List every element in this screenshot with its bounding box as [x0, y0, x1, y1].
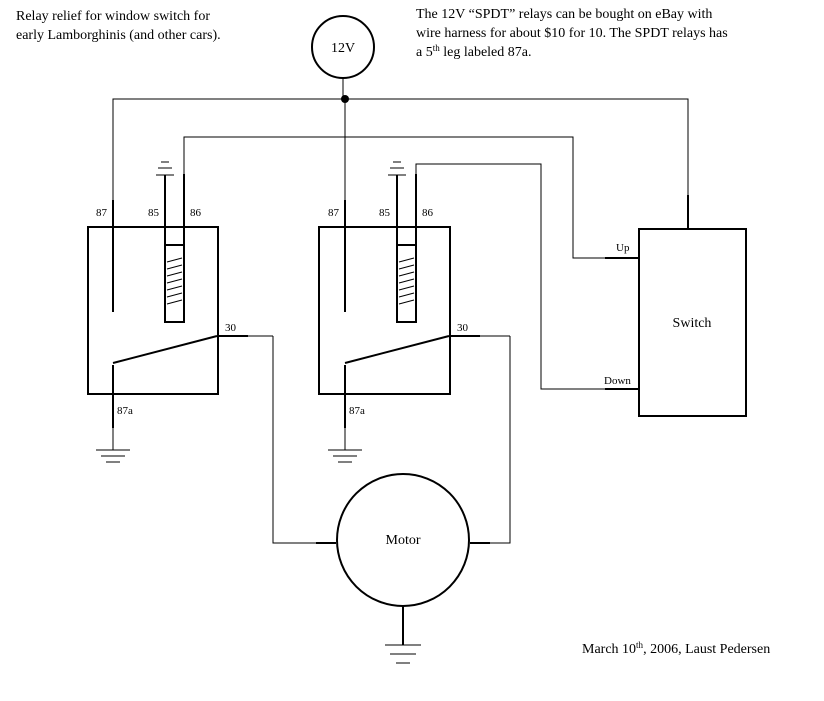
switch-up-wire [183, 136, 639, 259]
note-left-line1: Relay relief for window switch for [16, 9, 210, 24]
relay-coil [396, 244, 417, 323]
supply-12v: 12V [311, 15, 375, 103]
note-right-line2: wire harness for about $10 for 10. The S… [416, 26, 728, 41]
switch-down-wire [415, 163, 639, 390]
note-right-line3: a 5th leg labeled 87a. [416, 43, 531, 60]
relay-left-pin-87a: 87a [117, 405, 133, 417]
relay-left-pin-30: 30 [225, 322, 237, 334]
relay-coil [164, 244, 185, 323]
motor-wire-right [470, 336, 511, 544]
motor-wire-left [272, 336, 316, 544]
relay-right-pin-87a: 87a [349, 405, 365, 417]
motor-label: Motor [386, 533, 421, 548]
relay-right-pin-87: 87 [328, 207, 340, 219]
switch-down-label: Down [604, 375, 631, 387]
credit-note: March 10th, 2006, Laust Pedersen [582, 640, 770, 657]
motor: Motor [316, 473, 490, 664]
note-right-line1: The 12V “SPDT” relays can be bought on e… [416, 7, 712, 22]
relay-left: 87 85 86 30 87a [87, 161, 273, 463]
relay-right-pin-86: 86 [422, 207, 434, 219]
supply-label: 12V [331, 41, 355, 56]
relay-left-pin-87: 87 [96, 207, 108, 219]
relay-right-pin-85: 85 [379, 207, 391, 219]
window-switch: Switch Up Down [604, 195, 747, 417]
relay-right-pin-30: 30 [457, 322, 469, 334]
relay-left-pin-86: 86 [190, 207, 202, 219]
relay-left-pin-85: 85 [148, 207, 160, 219]
switch-up-label: Up [616, 242, 630, 254]
relay-right: 87 85 86 30 87a [318, 161, 510, 463]
note-left-line2: early Lamborghinis (and other cars). [16, 28, 221, 43]
switch-label: Switch [673, 316, 712, 331]
